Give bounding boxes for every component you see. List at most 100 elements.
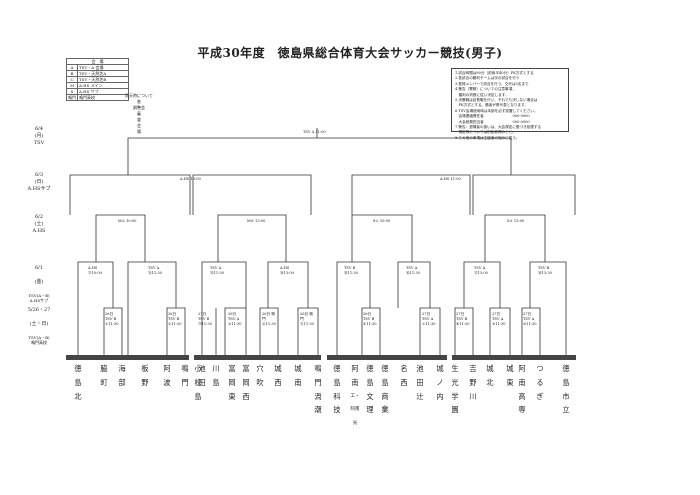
round-day: (土・日): [29, 321, 49, 327]
note-line: 6.TSV会場使用時は本部を必ず設置してください。: [455, 108, 538, 113]
team-name-char: 西: [242, 391, 250, 401]
match-label-r16: TSV B ⑱13:30: [538, 266, 552, 275]
team-name-char: 島: [74, 377, 82, 387]
note-line: 7.警告：退場者の扱いは、大会規定に基づき処理する: [455, 125, 542, 130]
round-label-qf: 6/2 (土) A.HS: [26, 214, 52, 235]
team-name-char: 岡: [228, 377, 236, 387]
team-name: 徳島市立: [560, 362, 572, 417]
round-date: 6/4: [34, 126, 44, 132]
team-name-char: つ: [536, 364, 544, 373]
rain-note-line: 雨天時について: [125, 93, 153, 98]
match-label-r1: 26日 TSV B ⑥11:30: [363, 312, 377, 326]
team-name-char: 池: [416, 364, 424, 373]
match-label-r16: TSV A ⑰13:00: [474, 266, 488, 275]
team-name: 阿南高専: [516, 362, 528, 417]
team-name-char: 学: [451, 391, 459, 401]
team-name-char: 城: [294, 364, 302, 373]
team-name: 徳島文理: [364, 362, 376, 417]
round-day: (月): [34, 133, 44, 139]
bracket-line: [259, 307, 279, 355]
bracket-line: [361, 307, 381, 355]
team-name-char: 渦: [314, 391, 322, 401]
round-day: (土): [34, 221, 44, 227]
note-line: 2.各試合の勝利チームは次の試合を行う: [455, 76, 520, 81]
team-name-char: 徳: [562, 364, 570, 373]
team-name-char: 岡: [242, 377, 250, 387]
team-name-char: 潮: [314, 405, 322, 415]
team-name-char: 東: [506, 377, 514, 387]
team-name-char: 波: [163, 377, 171, 387]
note-line: 1.試合時間は80分（前後半40分）PK方式とする: [455, 71, 534, 75]
team-name-char: 吹: [256, 377, 264, 387]
team-name: 川島: [210, 362, 222, 390]
rain-note: 雨天時について 各 調整会 審 査 会 場: [114, 93, 164, 135]
team-name: 富岡西: [240, 362, 252, 403]
note-line: 審判の判断に従い決定します。: [455, 92, 509, 97]
round-label-semi: 6/3 (日) A.HSサブ: [26, 172, 52, 193]
team-name-char: 西: [400, 377, 408, 387]
bracket-line: [351, 174, 471, 215]
match-label-r1: 26日 TSV B ①11:30: [105, 312, 119, 326]
match-label-r16: TSV A ⑫11:30: [148, 266, 162, 275]
team-name-char: 島: [212, 377, 220, 387]
team-name-char: 辻: [416, 391, 424, 401]
group-bar: [66, 355, 189, 360]
team-name-char: 島: [366, 377, 374, 387]
team-name-char: 門: [181, 377, 189, 387]
team-name-char: 穴: [256, 364, 264, 373]
bracket-line: [472, 174, 576, 215]
team-name: 名西: [398, 362, 410, 390]
team-name-char: 徳: [333, 364, 341, 373]
team-name-char: 野: [469, 377, 477, 387]
team-name-char: 城: [486, 364, 494, 373]
note-line: 大会総務担当者 000-0000: [455, 119, 530, 124]
team-name-char: 池: [198, 364, 206, 373]
team-name-char: 南: [518, 377, 526, 387]
team-name-char: 名: [400, 364, 408, 373]
team-name-char: 業: [381, 405, 389, 415]
rain-note-line: 会: [137, 123, 141, 128]
team-name-char: 徳: [74, 364, 82, 373]
team-name-char: 生: [451, 364, 459, 373]
team-name: 板野: [139, 362, 151, 390]
team-name: 池田辻: [414, 362, 426, 403]
team-name: 池田: [196, 362, 208, 390]
round-label-r1: 5/26・27 (土・日) TSV(A・B) 鳴門高校: [26, 300, 52, 352]
bracket-line: [192, 174, 312, 215]
team-name-char: 南: [294, 377, 302, 387]
match-label-r16: TSV A ⑯11:30: [406, 266, 420, 275]
team-name: 穴吹: [254, 362, 266, 390]
bracket-line: [297, 307, 319, 355]
rain-note-line: 場: [137, 129, 141, 134]
team-name-char: 城: [274, 364, 282, 373]
team-name: 海部: [116, 362, 128, 390]
group-bar: [452, 355, 576, 360]
bracket-line: [397, 261, 431, 308]
team-name-char: 阿: [518, 364, 526, 373]
team-name-char: 阿: [163, 364, 171, 373]
team-name: 小松島: [192, 362, 204, 403]
match-label-r1: 26日 TSV A ③11:30: [228, 312, 242, 326]
match-label-r1: 27日 TSV A ⑩11:30: [523, 312, 537, 326]
note-line: 会場連絡責任者 000-0000: [455, 114, 530, 119]
team-name-char: 富: [228, 364, 236, 373]
team-name-char: 島: [333, 377, 341, 387]
team-name-char: 海: [118, 364, 126, 373]
bracket-line: [103, 307, 123, 355]
bracket-line: [217, 214, 287, 262]
bracket-line: [127, 137, 512, 175]
team-name-char: 城: [506, 364, 514, 373]
round-date: 6/3: [34, 172, 44, 178]
team-name-char: 専: [518, 405, 526, 415]
team-name-char: 北: [74, 391, 82, 401]
venue-name: 鳴門高校: [77, 94, 129, 101]
team-name-char: 高: [518, 391, 526, 401]
bracket-line: [463, 261, 501, 308]
rain-note-line: 調整会: [133, 105, 145, 110]
team-name: 城西: [272, 362, 284, 390]
note-line: 3.登録メンバーで試合を行う。交代は5名まで: [455, 81, 529, 86]
team-name-char: ノ: [436, 377, 444, 387]
team-name: 城北: [484, 362, 496, 390]
bracket-line: [77, 261, 114, 355]
